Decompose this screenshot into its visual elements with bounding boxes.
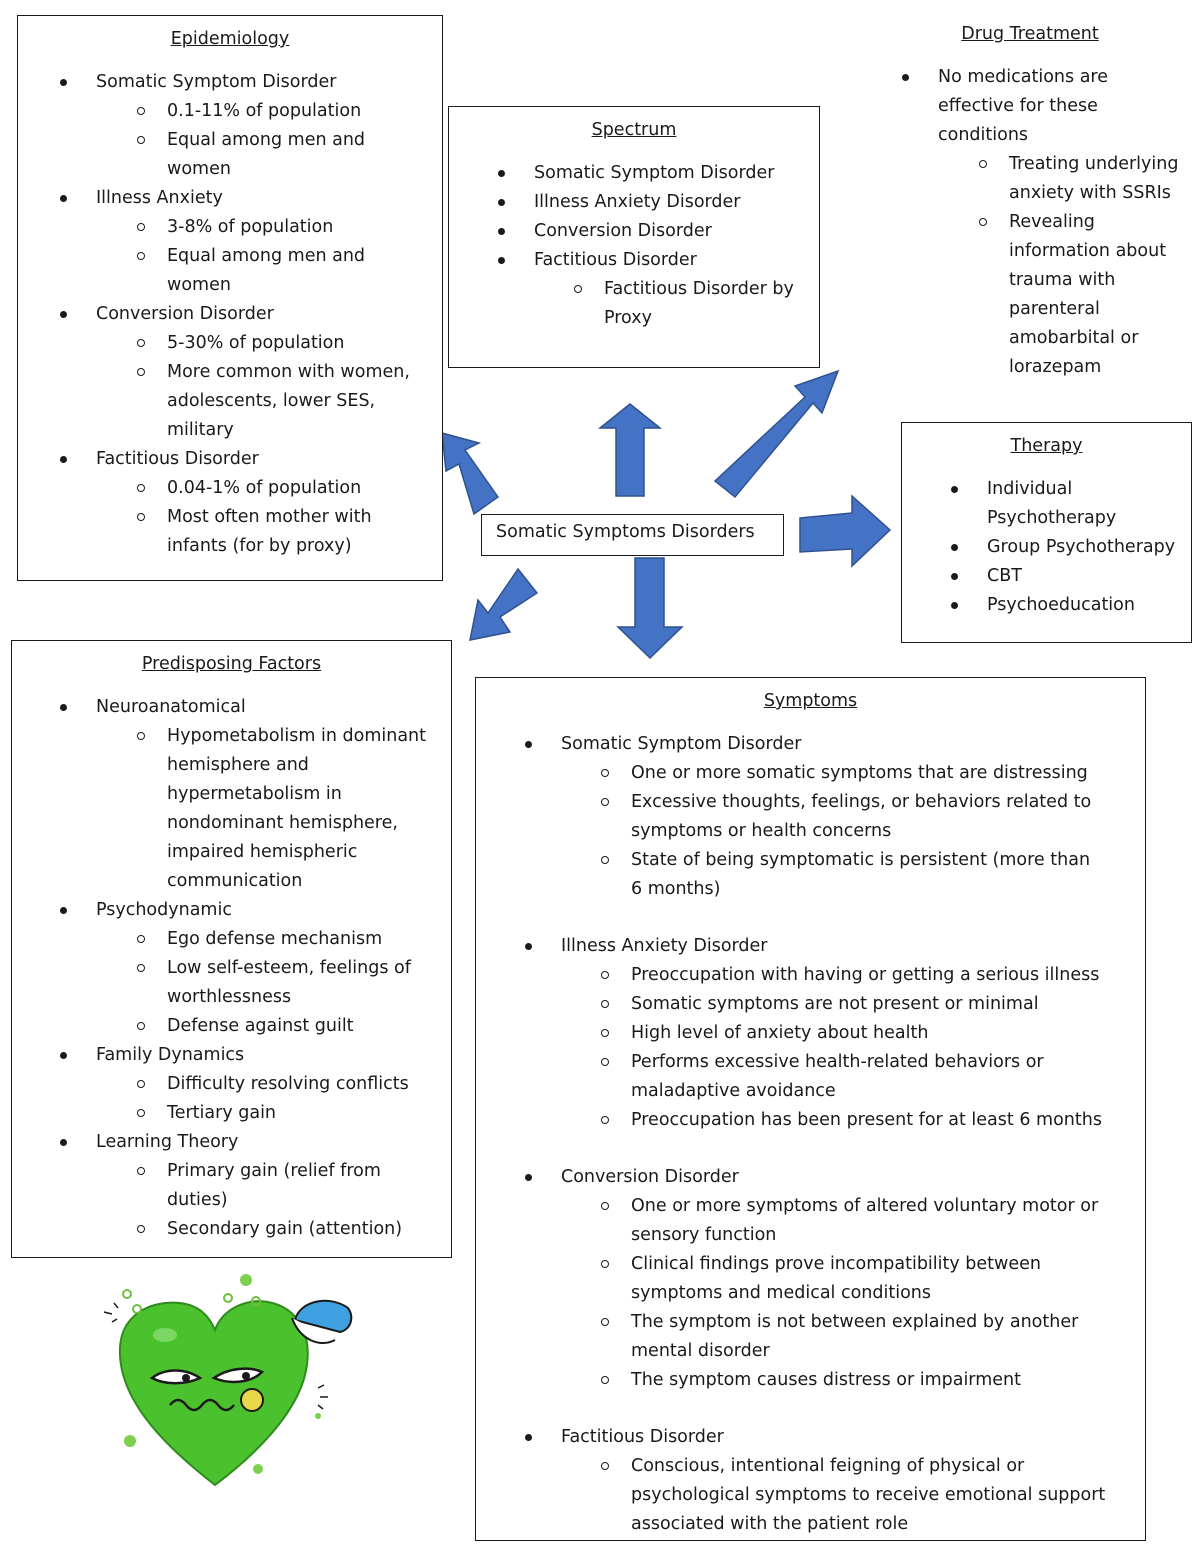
- list-item: Treating underlying anxiety with SSRIs: [880, 150, 1180, 208]
- center-label: Somatic Symptoms Disorders: [496, 522, 755, 542]
- list-item: Somatic Symptom Disorder: [449, 159, 819, 188]
- list-item: Secondary gain (attention): [12, 1215, 451, 1244]
- list-item: Conversion Disorder: [449, 217, 819, 246]
- predisposing-factors-box: Predisposing Factors Neuroanatomical Hyp…: [11, 640, 452, 1258]
- list-item: Factitious Disorder: [476, 1423, 1145, 1452]
- list-item: 0.1-11% of population: [18, 97, 442, 126]
- drug-treatment-section: Drug Treatment No medications are effect…: [880, 20, 1180, 382]
- list-item: Illness Anxiety Disorder: [449, 188, 819, 217]
- therapy-title: Therapy: [1010, 436, 1083, 456]
- arrow-to-therapy: [799, 494, 892, 568]
- arrow-down-to-symptoms: [616, 557, 684, 660]
- epidemiology-box: Epidemiology Somatic Symptom Disorder 0.…: [17, 15, 443, 581]
- list-item: Family Dynamics: [12, 1041, 451, 1070]
- list-item: Conversion Disorder: [18, 300, 442, 329]
- list-item: Preoccupation with having or getting a s…: [476, 961, 1145, 990]
- list-item: Illness Anxiety Disorder: [476, 932, 1145, 961]
- list-item: Performs excessive health-related behavi…: [476, 1048, 1061, 1106]
- list-item: Psychodynamic: [12, 896, 451, 925]
- arrow-to-predisposing: [469, 567, 539, 641]
- list-item: Most often mother with infants (for by p…: [18, 503, 397, 561]
- list-item: High level of anxiety about health: [476, 1019, 1145, 1048]
- list-item: Factitious Disorder: [18, 445, 442, 474]
- list-item: Group Psychotherapy: [902, 533, 1191, 562]
- list-item: Hypometabolism in dominant hemisphere an…: [12, 722, 432, 896]
- symptoms-box: Symptoms Somatic Symptom Disorder One or…: [475, 677, 1146, 1541]
- list-item: Individual Psychotherapy: [902, 475, 1137, 533]
- list-item: 5-30% of population: [18, 329, 442, 358]
- therapy-box: Therapy Individual Psychotherapy Group P…: [901, 422, 1192, 643]
- list-item: State of being symptomatic is persistent…: [476, 846, 1101, 904]
- list-item: No medications are effective for these c…: [880, 63, 1138, 150]
- list-item: Defense against guilt: [12, 1012, 451, 1041]
- list-item: Revealing information about trauma with …: [880, 208, 1179, 382]
- arrow-up-to-spectrum: [597, 403, 663, 497]
- drug-treatment-title: Drug Treatment: [961, 24, 1099, 44]
- arrow-to-epidemiology: [441, 431, 500, 516]
- list-item: Equal among men and women: [18, 242, 377, 300]
- list-item: Ego defense mechanism: [12, 925, 451, 954]
- list-item: One or more symptoms of altered voluntar…: [476, 1192, 1106, 1250]
- list-item: Preoccupation has been present for at le…: [476, 1106, 1145, 1135]
- list-item: Psychoeducation: [902, 591, 1191, 620]
- spectrum-title: Spectrum: [591, 120, 677, 140]
- list-item: Tertiary gain: [12, 1099, 451, 1128]
- list-item: Difficulty resolving conflicts: [12, 1070, 451, 1099]
- epidemiology-title: Epidemiology: [170, 29, 290, 49]
- list-item: Illness Anxiety: [18, 184, 442, 213]
- list-item: Somatic Symptom Disorder: [18, 68, 442, 97]
- list-item: Neuroanatomical: [12, 693, 451, 722]
- list-item: Equal among men and women: [18, 126, 377, 184]
- list-item: Somatic symptoms are not present or mini…: [476, 990, 1145, 1019]
- list-item: The symptom causes distress or impairmen…: [476, 1366, 1145, 1395]
- list-item: Somatic Symptom Disorder: [476, 730, 1145, 759]
- center-node: Somatic Symptoms Disorders: [481, 514, 784, 556]
- arrow-to-drug-treatment: [713, 369, 840, 499]
- list-item: One or more somatic symptoms that are di…: [476, 759, 1145, 788]
- symptoms-title: Symptoms: [763, 691, 858, 711]
- predisposing-factors-title: Predisposing Factors: [141, 654, 322, 674]
- list-item: Factitious Disorder: [449, 246, 819, 275]
- list-item: Excessive thoughts, feelings, or behavio…: [476, 788, 1101, 846]
- list-item: Primary gain (relief from duties): [12, 1157, 392, 1215]
- list-item: Factitious Disorder by Proxy: [449, 275, 804, 333]
- list-item: Clinical findings prove incompatibility …: [476, 1250, 1061, 1308]
- list-item: More common with women, adolescents, low…: [18, 358, 423, 445]
- list-item: The symptom is not between explained by …: [476, 1308, 1096, 1366]
- list-item: Low self-esteem, feelings of worthlessne…: [12, 954, 422, 1012]
- list-item: 3-8% of population: [18, 213, 442, 242]
- list-item: Conversion Disorder: [476, 1163, 1145, 1192]
- spectrum-box: Spectrum Somatic Symptom Disorder Illnes…: [448, 106, 820, 368]
- list-item: 0.04-1% of population: [18, 474, 442, 503]
- list-item: Learning Theory: [12, 1128, 451, 1157]
- list-item: Conscious, intentional feigning of physi…: [476, 1452, 1111, 1539]
- list-item: CBT: [902, 562, 1191, 591]
